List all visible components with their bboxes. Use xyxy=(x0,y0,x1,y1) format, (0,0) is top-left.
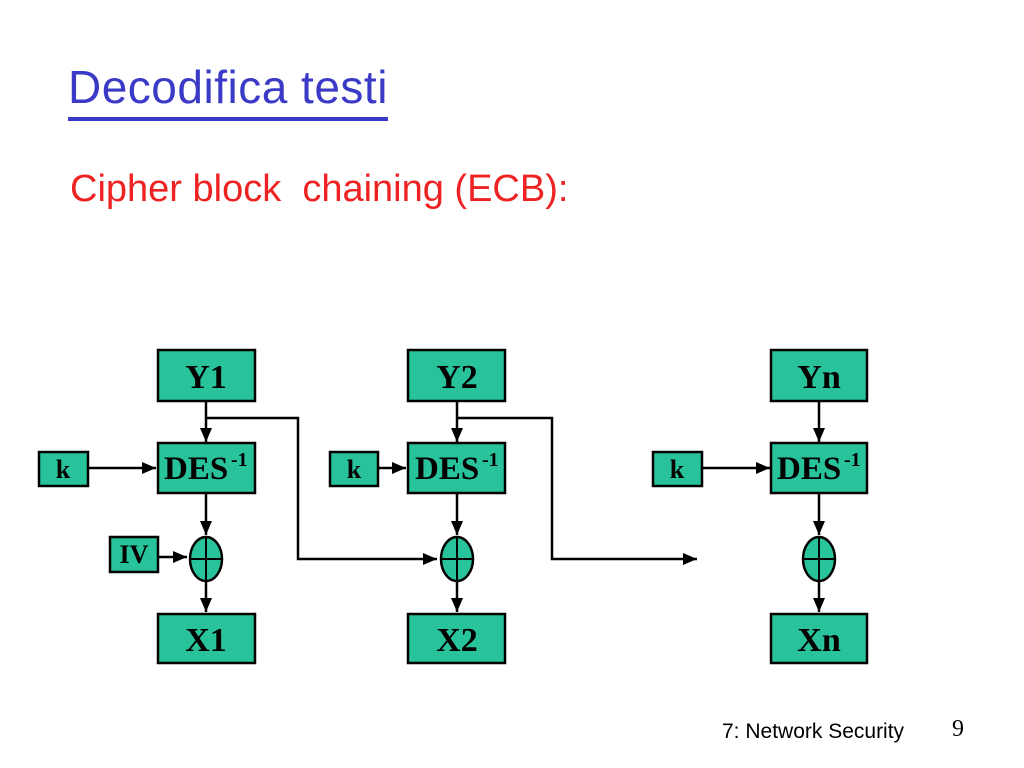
block-des-1-label: DES xyxy=(164,451,228,487)
block-key-n xyxy=(651,450,704,488)
slide-title-text: Decodifica testi xyxy=(68,60,388,121)
cbc-column-1: Y1 k DES -1 IV X1 xyxy=(37,348,437,665)
block-des-2 xyxy=(406,441,507,495)
block-iv-label: IV xyxy=(120,540,149,569)
block-yn xyxy=(769,348,869,403)
block-yn-label: Yn xyxy=(797,359,841,396)
block-des-1 xyxy=(156,441,257,495)
block-x1-label: X1 xyxy=(185,622,227,659)
cbc-column-2: Y2 k DES -1 X2 xyxy=(328,348,697,665)
block-y1 xyxy=(156,348,257,403)
block-y1-label: Y1 xyxy=(185,359,227,396)
chain-line-y1-to-xor2 xyxy=(206,416,437,565)
chain-line-y2-continuation xyxy=(457,416,697,565)
block-des-n xyxy=(769,441,869,495)
block-des-n-label: DES xyxy=(777,451,841,487)
slide-page-number: 9 xyxy=(952,716,964,742)
block-key-2-label: k xyxy=(347,455,362,484)
cbc-column-n: Yn k DES -1 Xn xyxy=(651,348,869,665)
block-des-n-superscript: -1 xyxy=(844,449,861,471)
block-y2 xyxy=(406,348,507,403)
block-iv xyxy=(108,535,160,574)
slide-subtitle: Cipher block chaining (ECB): xyxy=(70,168,569,210)
slide-title: Decodifica testi xyxy=(68,60,388,121)
block-key-1 xyxy=(37,450,90,488)
block-x2-label: X2 xyxy=(436,622,478,659)
block-y2-label: Y2 xyxy=(436,359,478,396)
block-key-2 xyxy=(328,450,380,488)
block-x2 xyxy=(406,612,507,665)
block-des-2-label: DES xyxy=(415,451,479,487)
block-x1 xyxy=(156,612,257,665)
block-xn xyxy=(769,612,869,665)
block-key-1-label: k xyxy=(56,455,71,484)
block-key-n-label: k xyxy=(670,455,685,484)
block-des-1-superscript: -1 xyxy=(231,449,248,471)
block-des-2-superscript: -1 xyxy=(482,449,499,471)
block-xn-label: Xn xyxy=(797,622,841,659)
slide-footer: 7: Network Security xyxy=(722,720,905,743)
